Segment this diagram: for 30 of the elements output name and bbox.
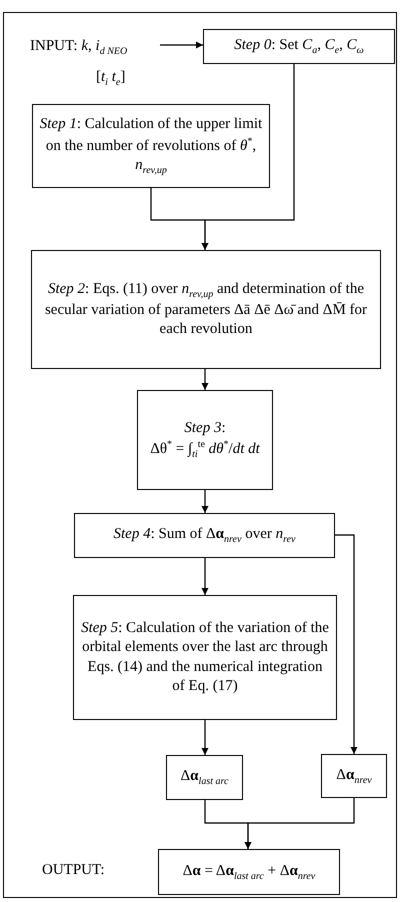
output-box	[158, 849, 340, 895]
output-label: OUTPUT:	[42, 862, 105, 879]
formula: Δθ$^{*}$ = ∫$_{ti}$$^{te}$ dθ$^{*}$/dt dt	[150, 438, 260, 462]
step-text: Step 3:	[184, 418, 226, 438]
arrow	[202, 490, 208, 513]
arrow	[244, 798, 355, 849]
step-text: Step 4: Sum of Δα$_{nrev}$ over n$_{rev}$	[114, 525, 296, 546]
step-box	[203, 29, 395, 64]
input-text: INPUT: k, i$_{d NEO}$	[30, 37, 128, 58]
step-box	[31, 250, 381, 369]
arrow	[160, 42, 203, 48]
result-box	[321, 754, 387, 798]
arrow	[202, 369, 208, 390]
step-box	[73, 595, 337, 720]
step-box	[137, 390, 273, 490]
step-text: Step 5: Calculation of the variation of the orbital elements over the last arc through Eqs. (14) and the numerical integration of Eq. (17)	[80, 618, 330, 696]
step-box	[74, 513, 335, 558]
arrow	[150, 188, 208, 250]
step-text: Step 2: Eqs. (11) over n$_{rev,up}$ and determination of the secular variation of parameters Δā Δē Δω̄ and ΔM̄ for each revolution	[44, 280, 368, 339]
result-formula: Δα$_{nrev}$	[336, 766, 372, 786]
step-text: Step 0: Set C$_{a}$, C$_{e}$, C$_{ω}$	[234, 36, 364, 57]
input-text: [t$_{i}$ t$_{e}$]	[96, 68, 126, 89]
result-formula: Δα$_{last arc}$	[180, 767, 228, 788]
result-box	[166, 755, 243, 800]
output-formula: Δα = Δα$_{last arc}$ + Δα$_{nrev}$	[182, 862, 316, 882]
arrow	[202, 558, 208, 595]
arrow	[335, 534, 358, 754]
step-box	[32, 104, 270, 188]
step-text: Step 1: Calculation of the upper limit on the number of revolutions of θ$^{*}$, n$_{rev,up}$	[39, 115, 263, 177]
arrow	[202, 720, 208, 755]
